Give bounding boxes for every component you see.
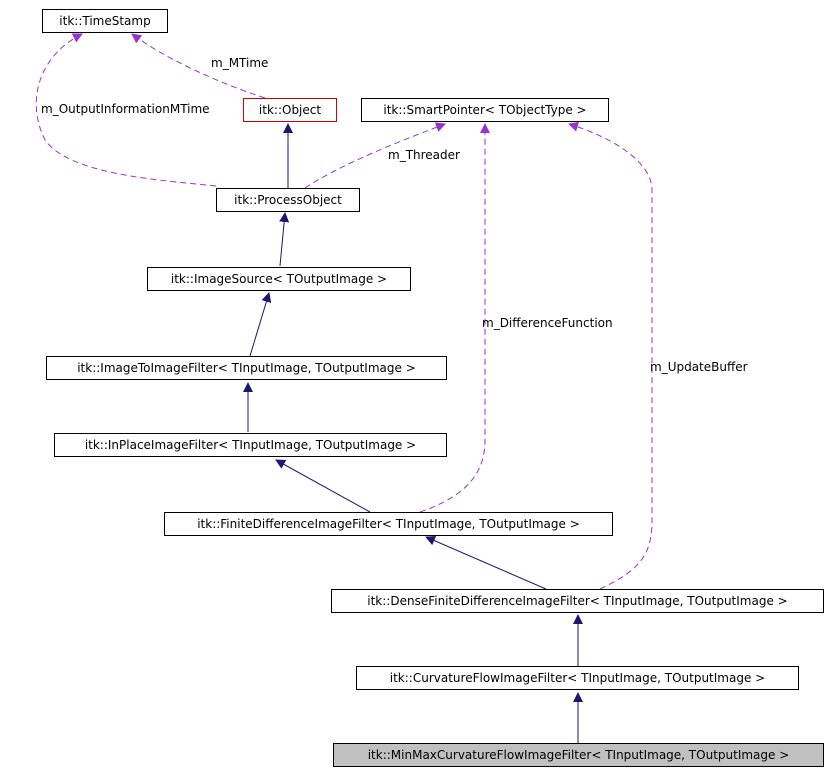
node-processobject[interactable]: itk::ProcessObject (216, 188, 360, 212)
node-object[interactable]: itk::Object (243, 98, 337, 122)
node-timestamp[interactable]: itk::TimeStamp (42, 9, 168, 33)
edge-densefinitediff-to-finitediff (425, 535, 547, 590)
edge-label-m-updatebuffer: m_UpdateBuffer (650, 360, 748, 374)
edge-imagetoimage-to-imagesource (249, 292, 272, 357)
edge-densefinitediff-updatebuffer-to-smartpointer (568, 121, 653, 590)
edge-imagesource-to-processobject (279, 212, 290, 267)
node-smartpointer[interactable]: itk::SmartPointer< TObjectType > (361, 98, 609, 122)
edge-processobject-threader-to-smartpointer (304, 122, 446, 189)
node-imagesource[interactable]: itk::ImageSource< TOutputImage > (147, 267, 411, 291)
edge-label-m-mtime: m_MTime (211, 56, 269, 70)
node-densefinitediff[interactable]: itk::DenseFiniteDifferenceImageFilter< T… (331, 589, 824, 613)
node-inplace[interactable]: itk::InPlaceImageFilter< TInputImage, TO… (54, 433, 447, 457)
edge-finitediff-to-inplace (275, 459, 371, 513)
edge-finitediff-differencefunction-to-smartpointer (419, 123, 490, 513)
edge-label-m-differencefunction: m_DifferenceFunction (482, 316, 613, 330)
node-curvatureflow[interactable]: itk::CurvatureFlowImageFilter< TInputIma… (356, 666, 799, 690)
node-minmaxcurvature: itk::MinMaxCurvatureFlowImageFilter< TIn… (333, 743, 824, 767)
edge-object-mtime-to-timestamp (131, 33, 266, 99)
edge-label-m-threader: m_Threader (388, 148, 460, 162)
node-imagetoimage[interactable]: itk::ImageToImageFilter< TInputImage, TO… (46, 356, 447, 380)
node-finitediff[interactable]: itk::FiniteDifferenceImageFilter< TInput… (164, 512, 613, 536)
edge-processobject-outputinfo-to-timestamp (35, 33, 217, 187)
edge-label-m-outputinformationmtime: m_OutputInformationMTime (41, 102, 210, 116)
